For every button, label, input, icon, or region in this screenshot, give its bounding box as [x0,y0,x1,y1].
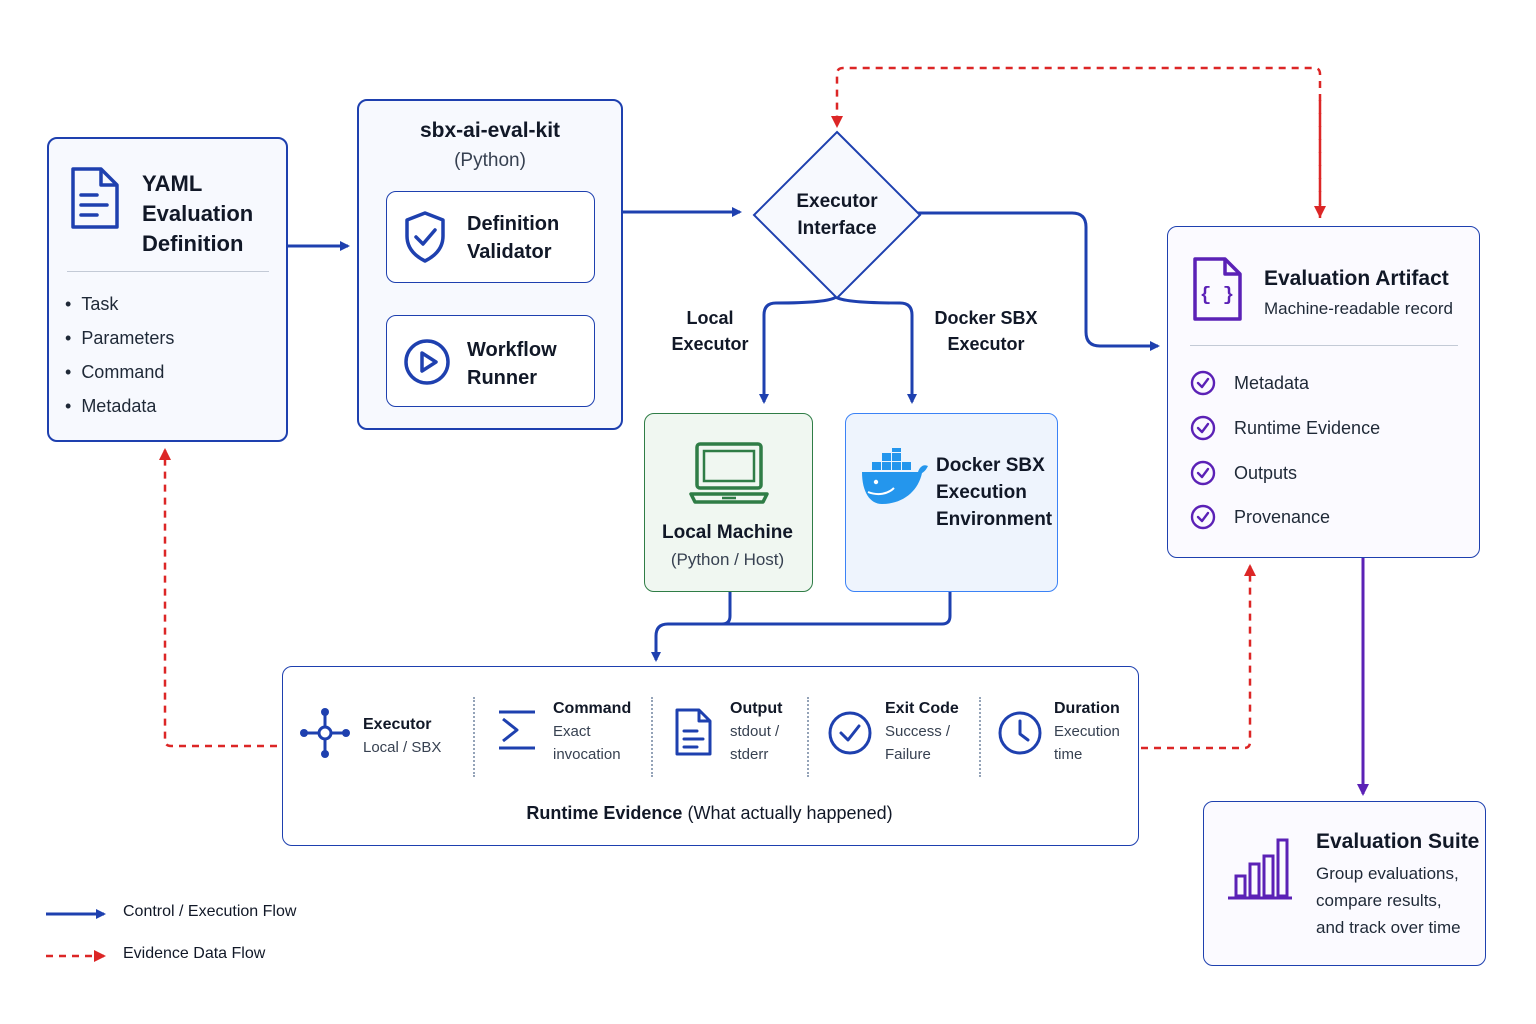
evidence-item-command: Command Exact invocation [553,697,631,766]
arrow-interface-to-docker [835,295,917,404]
check-circle-icon [827,710,873,756]
docker-environment-card[interactable]: Docker SBX Execution Environment [845,413,1058,592]
runner-label: Workflow Runner [467,339,557,389]
evidence-item-executor: Executor Local / SBX [363,713,441,759]
artifact-item-runtime-evidence: Runtime Evidence [1190,413,1380,443]
list-item: Outputs [1234,462,1298,483]
check-circle-icon [1190,415,1216,441]
play-circle-icon [403,338,451,386]
check-circle-icon [1190,460,1216,486]
kit-subtitle: (Python) [454,150,526,171]
evidence-detail: stdout / [730,723,780,740]
yaml-bullet-list: Task Parameters Command Metadata [65,287,174,423]
evaluation-artifact-card[interactable]: { } Evaluation Artifact Machine-readable… [1167,226,1480,558]
shield-check-icon [403,210,447,264]
evidence-detail: time [1054,746,1083,763]
list-item: Metadata [1234,372,1310,393]
artifact-title: Evaluation Artifact [1264,267,1449,290]
divider [1190,345,1458,346]
list-item: Parameters [65,321,174,355]
evidence-detail: invocation [553,746,621,763]
local-machine-card[interactable]: Local Machine (Python / Host) [644,413,813,592]
artifact-item-provenance: Provenance [1190,502,1330,532]
legend-label: Control / Execution Flow [123,903,297,920]
network-icon [299,707,351,759]
yaml-title: YAML Evaluation Definition [142,171,254,256]
evidence-item-duration: Duration Execution time [1054,697,1120,766]
runtime-evidence-panel[interactable]: Executor Local / SBX Command Exact invoc… [282,666,1139,846]
artifact-subtitle: Machine-readable record [1264,299,1453,318]
docker-environment-label: Docker SBX Execution Environment [936,455,1053,530]
line-docker-down [651,592,952,662]
docker-whale-icon [860,448,930,508]
legend-label: Evidence Data Flow [123,945,266,962]
legend-evidence: Evidence Data Flow [123,945,265,963]
evidence-detail: Failure [885,746,931,763]
docker-executor-label: Docker SBX Executor [934,308,1038,354]
divider [807,697,809,777]
evidence-detail: Exact [553,723,591,740]
runtime-evidence-caption: Runtime Evidence (What actually happened… [526,803,893,823]
sigma-icon [497,709,537,751]
legend-control: Control / Execution Flow [123,903,296,921]
laptop-icon [689,440,769,506]
check-circle-icon [1190,504,1216,530]
evidence-detail: Execution [1054,723,1120,740]
artifact-item-outputs: Outputs [1190,458,1297,488]
arrow-interface-to-local [759,295,837,404]
evidence-detail: Success / [885,723,951,740]
svg-text:{ }: { } [1200,284,1234,306]
check-circle-icon [1190,370,1216,396]
bar-chart-icon [1226,836,1294,902]
arrow-interface-to-artifact [918,211,1160,351]
json-file-icon: { } [1190,255,1244,323]
divider [979,697,981,777]
validator-label: Definition Validator [467,213,560,263]
evidence-title: Executor [363,716,432,733]
list-item: Task [65,287,174,321]
evidence-runtime-to-artifact [1141,564,1256,750]
executor-interface-diamond[interactable] [750,128,924,302]
evidence-item-output: Output stdout / stderr [730,697,782,766]
document-icon [673,707,713,757]
evidence-artifact-to-interface [831,66,1322,218]
evaluation-suite-card[interactable]: Evaluation Suite Group evaluations, comp… [1203,801,1486,966]
definition-validator-box[interactable]: Definition Validator [386,191,595,283]
evidence-title: Exit Code [885,700,959,717]
local-machine-title: Local Machine [662,522,793,543]
list-item: Command [65,355,174,389]
document-icon [67,165,121,231]
line-local-down [721,592,732,626]
evidence-title: Duration [1054,700,1120,717]
local-machine-subtitle: (Python / Host) [670,550,785,569]
eval-kit-card[interactable]: sbx-ai-eval-kit (Python) Definition Vali… [357,99,623,430]
list-item: Provenance [1234,506,1331,527]
artifact-item-metadata: Metadata [1190,368,1309,398]
kit-title: sbx-ai-eval-kit [419,119,561,142]
divider [651,697,653,777]
divider [473,697,475,777]
clock-icon [997,710,1043,756]
workflow-runner-box[interactable]: Workflow Runner [386,315,595,407]
evidence-title: Output [730,700,783,717]
evidence-item-exit-code: Exit Code Success / Failure [885,697,959,766]
yaml-definition-card[interactable]: YAML Evaluation Definition Task Paramete… [47,137,288,442]
evidence-title: Command [553,700,632,717]
executor-interface-label: Executor Interface [796,191,878,239]
suite-title: Evaluation Suite [1316,830,1480,853]
evidence-detail: Local / SBX [363,739,442,756]
evidence-detail: stderr [730,746,769,763]
divider [67,271,269,272]
list-item: Metadata [65,389,174,423]
local-executor-label: Local Executor [671,308,749,354]
list-item: Runtime Evidence [1234,417,1381,438]
suite-description: Group evaluations, compare results, and … [1316,864,1461,937]
evidence-runtime-to-yaml [159,448,277,748]
